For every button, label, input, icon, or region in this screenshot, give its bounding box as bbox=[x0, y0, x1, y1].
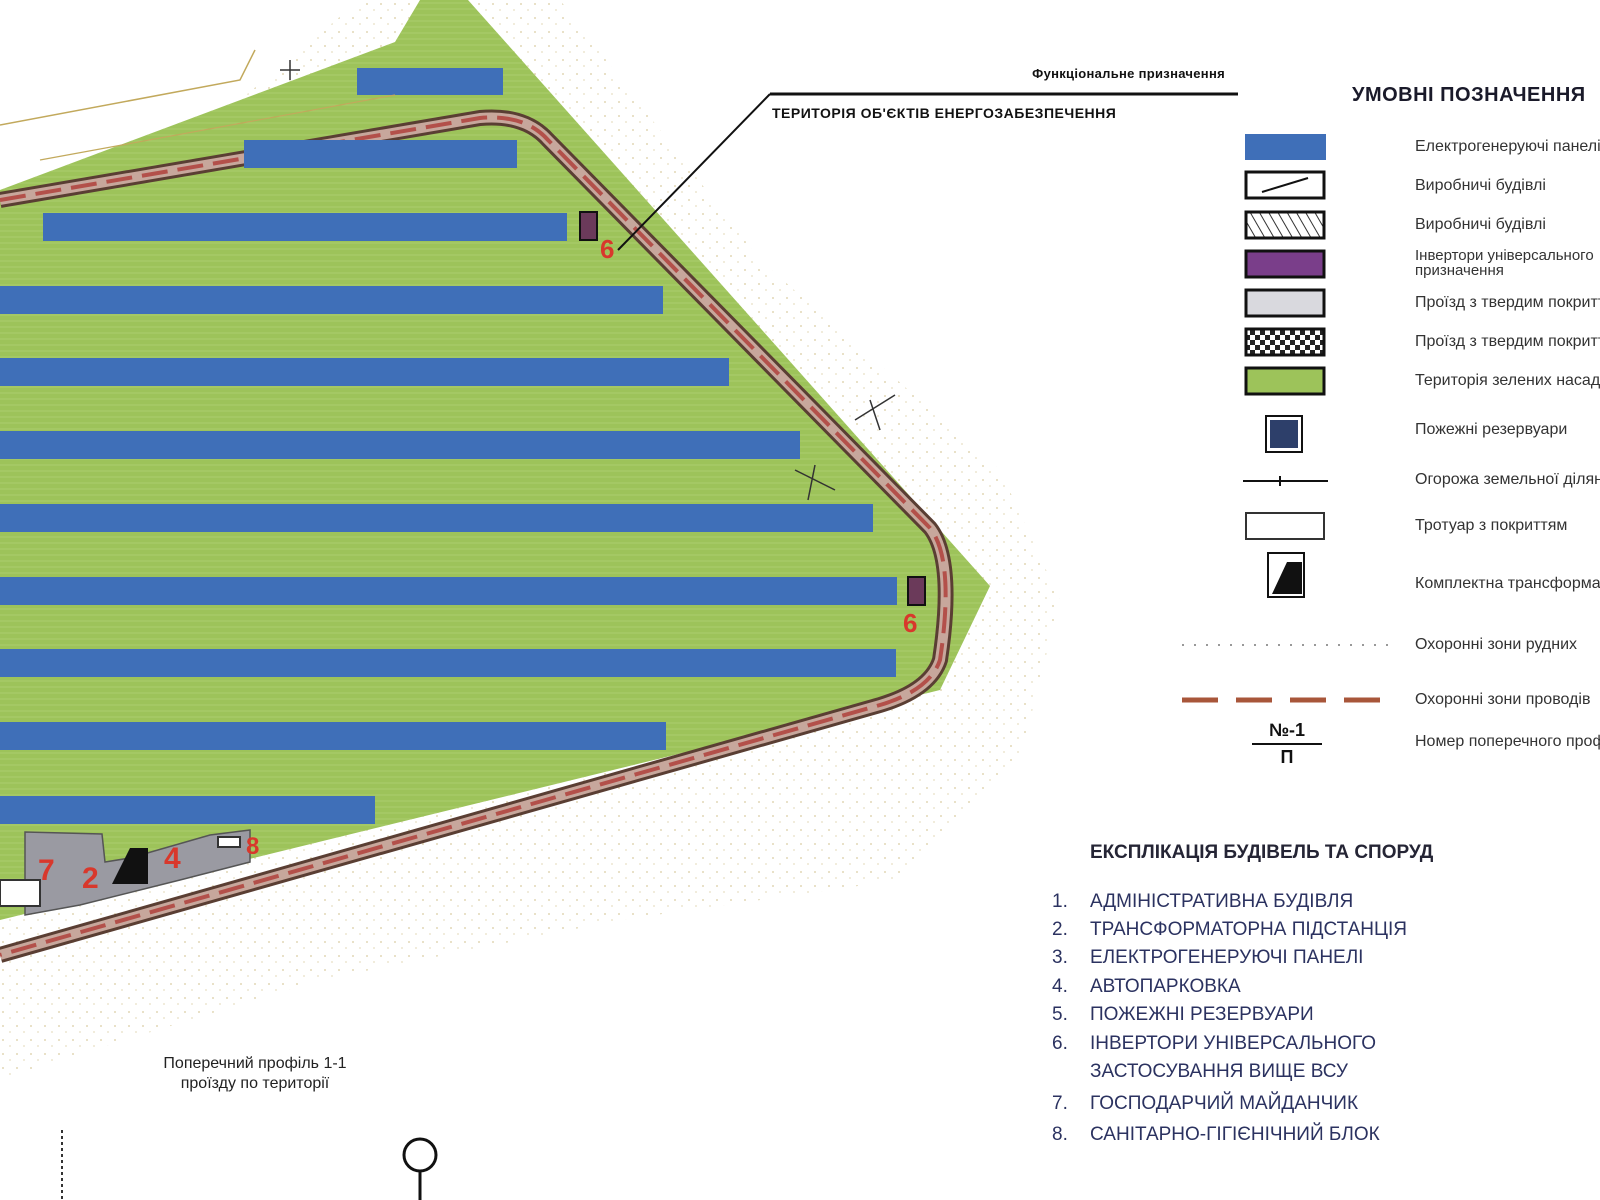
legend-label: Пожежні резервуари bbox=[1415, 421, 1568, 438]
inverter-block bbox=[579, 211, 598, 241]
explication-label: ПОЖЕЖНІ РЕЗЕРВУАРИ bbox=[1090, 1004, 1314, 1025]
zone-leader-line bbox=[617, 93, 771, 251]
panel-row bbox=[0, 649, 896, 677]
explication-item: 4. АВТОПАРКОВКА bbox=[1052, 976, 1241, 998]
legend-item: Проїзд з твердим покриттям bbox=[1240, 289, 1600, 319]
profile-caption: Поперечний профіль 1-1 проїзду по терито… bbox=[110, 1054, 400, 1094]
explication-item: 5. ПОЖЕЖНІ РЕЗЕРВУАРИ bbox=[1052, 1004, 1314, 1026]
panel-row bbox=[0, 796, 375, 824]
legend-label: Територія зелених насаджень bbox=[1415, 372, 1600, 389]
explication-label: ГОСПОДАРЧИЙ МАЙДАНЧИК bbox=[1090, 1093, 1359, 1114]
map-label-building: 2 bbox=[82, 862, 99, 895]
legend-item: Номер поперечного профілю bbox=[1240, 728, 1600, 758]
legend-label: Комплектна трансформаторна підстанція bbox=[1415, 575, 1600, 592]
legend-item: Охоронні зони рудних bbox=[1240, 631, 1600, 661]
legend-label: Проїзд з твердим покриттям bbox=[1415, 333, 1600, 350]
profile-caption-line: проїзду по території bbox=[180, 1075, 330, 1092]
legend-label: Проїзд з твердим покриттям bbox=[1415, 294, 1600, 311]
map-label-building: 8 bbox=[246, 833, 259, 860]
explication-item: 3. ЕЛЕКТРОГЕНЕРУЮЧІ ПАНЕЛІ bbox=[1052, 947, 1363, 969]
legend-label: Електрогенеруючі панелі bbox=[1415, 138, 1600, 155]
map-label-building: 7 bbox=[38, 854, 55, 887]
map-label-building: 4 bbox=[164, 842, 181, 875]
legend-label: Охоронні зони проводів bbox=[1415, 691, 1591, 708]
profile-marker-symbol: №-1 П bbox=[1252, 720, 1322, 768]
explication-title: ЕКСПЛІКАЦІЯ БУДІВЕЛЬ ТА СПОРУД bbox=[1090, 842, 1434, 863]
explication-item: 8. САНІТАРНО-ГІГІЄНІЧНИЙ БЛОК bbox=[1052, 1124, 1380, 1146]
explication-item: 2. ТРАНСФОРМАТОРНА ПІДСТАНЦІЯ bbox=[1052, 919, 1407, 941]
legend-item: Проїзд з твердим покриттям bbox=[1240, 328, 1600, 358]
legend-label: Огорожа земельної ділянки bbox=[1415, 471, 1600, 488]
explication-label: АДМІНІСТРАТИВНА БУДІВЛЯ bbox=[1090, 891, 1354, 912]
legend-item: Виробничі будівлі bbox=[1240, 172, 1600, 202]
explication-item: 6. ІНВЕРТОРИ УНІВЕРСАЛЬНОГО bbox=[1052, 1033, 1376, 1055]
legend-item: Виробничі будівлі bbox=[1240, 211, 1600, 241]
legend-label: Охоронні зони рудних bbox=[1415, 636, 1578, 653]
legend-label: Виробничі будівлі bbox=[1415, 216, 1546, 233]
explication-label: ІНВЕРТОРИ УНІВЕРСАЛЬНОГО bbox=[1090, 1033, 1377, 1054]
explication-label: ЕЛЕКТРОГЕНЕРУЮЧІ ПАНЕЛІ bbox=[1090, 947, 1364, 968]
explication-label: ТРАНСФОРМАТОРНА ПІДСТАНЦІЯ bbox=[1090, 919, 1408, 940]
perimeter-road-dashes bbox=[0, 115, 948, 957]
panel-row bbox=[244, 140, 517, 168]
map-label-inverter: 6 bbox=[903, 608, 917, 638]
explication-item-continuation: ЗАСТОСУВАННЯ ВИЩЕ ВСУ bbox=[1090, 1061, 1348, 1082]
survey-mark-icon bbox=[280, 60, 896, 501]
explication-number: 6. bbox=[1052, 1033, 1068, 1054]
profile-caption-line: Поперечний профіль 1-1 bbox=[163, 1055, 347, 1072]
inverter-block bbox=[907, 576, 926, 606]
parcel-boundary bbox=[39, 94, 396, 161]
parking-building bbox=[0, 879, 41, 907]
legend-label: Виробничі будівлі bbox=[1415, 177, 1546, 194]
panel-row bbox=[0, 286, 663, 314]
transformer-symbol bbox=[112, 848, 148, 884]
tree-icon bbox=[402, 1137, 438, 1200]
explication-item: 7. ГОСПОДАРЧИЙ МАЙДАНЧИК bbox=[1052, 1093, 1358, 1115]
panel-row bbox=[0, 722, 666, 750]
legend-label: Номер поперечного профілю bbox=[1415, 733, 1600, 750]
explication-item: 1. АДМІНІСТРАТИВНА БУДІВЛЯ bbox=[1052, 891, 1353, 913]
legend-item: Охоронні зони проводів bbox=[1240, 686, 1600, 716]
profile-marker-number: №-1 bbox=[1252, 720, 1322, 745]
legend-item: Тротуар з покриттям bbox=[1240, 512, 1600, 542]
sanitary-block bbox=[217, 836, 241, 848]
legend-item: Огорожа земельної ділянки bbox=[1240, 466, 1600, 496]
explication-number: 4. bbox=[1052, 976, 1068, 997]
legend-title: УМОВНІ ПОЗНАЧЕННЯ bbox=[1352, 84, 1586, 106]
panel-row bbox=[0, 358, 729, 386]
legend-symbols bbox=[1182, 134, 1390, 703]
panel-row bbox=[43, 213, 567, 241]
panel-row bbox=[0, 431, 800, 459]
legend-label: Інвертори універсального призначення bbox=[1415, 248, 1594, 278]
panel-row bbox=[0, 504, 873, 532]
explication-number: 3. bbox=[1052, 947, 1068, 968]
explication-number: 8. bbox=[1052, 1124, 1068, 1145]
parcel-boundary bbox=[0, 49, 256, 126]
zone-territory-heading: Територія об'єктів енергозабезпечення bbox=[772, 105, 1117, 121]
zone-function-heading: Функціональне призначення bbox=[1032, 66, 1225, 81]
legend-item: Пожежні резервуари bbox=[1240, 416, 1600, 446]
legend-item: Комплектна трансформаторна підстанція bbox=[1240, 570, 1600, 600]
map-label-inverter: 6 bbox=[600, 234, 614, 264]
explication-number: 5. bbox=[1052, 1004, 1068, 1025]
explication-label: САНІТАРНО-ГІГІЄНІЧНИЙ БЛОК bbox=[1090, 1124, 1380, 1145]
panel-row bbox=[0, 577, 897, 605]
legend-item: Територія зелених насаджень bbox=[1240, 367, 1600, 397]
panel-row bbox=[357, 68, 503, 95]
explication-number: 2. bbox=[1052, 919, 1068, 940]
explication-number: 1. bbox=[1052, 891, 1068, 912]
legend-item: Електрогенеруючі панелі bbox=[1240, 133, 1600, 163]
legend-label: Тротуар з покриттям bbox=[1415, 517, 1568, 534]
explication-label: АВТОПАРКОВКА bbox=[1090, 976, 1241, 997]
profile-marker-type: П bbox=[1280, 747, 1294, 767]
explication-number: 7. bbox=[1052, 1093, 1068, 1114]
legend-item: Інвертори універсального призначення bbox=[1240, 248, 1600, 280]
